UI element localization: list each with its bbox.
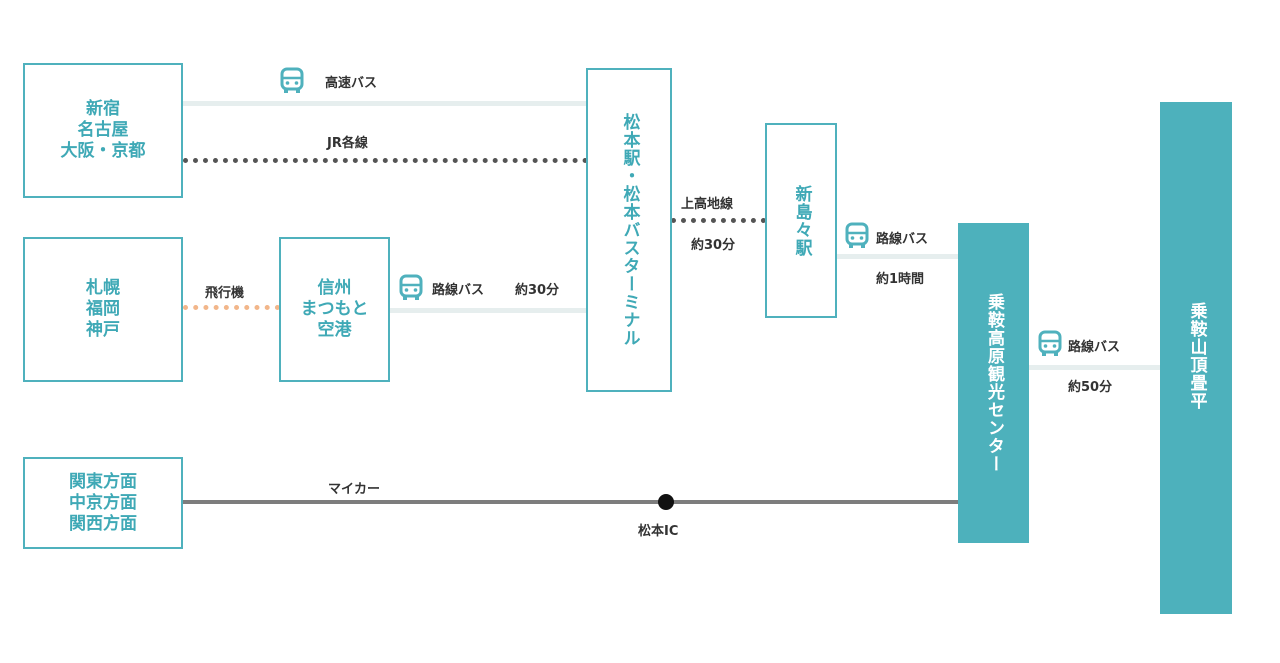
origin-box-honshu: 新宿 名古屋 大阪・京都 xyxy=(23,63,183,198)
station-label: 乗鞍山頂畳平 xyxy=(1186,302,1207,410)
origin-label: 福岡 xyxy=(86,299,120,319)
my-car-route xyxy=(183,500,958,504)
bus-icon xyxy=(845,222,869,248)
matsumoto-station-box: 松本駅・松本バスターミナル xyxy=(586,68,672,392)
origin-label: 大阪・京都 xyxy=(60,141,146,161)
origin-label: 関東方面 xyxy=(69,471,137,492)
jr-lines-route xyxy=(183,158,588,163)
bus-route-2 xyxy=(1028,365,1160,370)
origin-label: 関西方面 xyxy=(69,513,137,534)
kamikochi-time-label: 約30分 xyxy=(691,238,736,253)
shinshimashima-station-box: 新島々駅 xyxy=(765,123,837,318)
bus-1-time-label: 約1時間 xyxy=(876,272,925,287)
matsumoto-ic-label: 松本IC xyxy=(638,524,679,539)
bus-route-1 xyxy=(836,254,958,259)
station-label: まつもと xyxy=(300,299,369,319)
flight-route xyxy=(183,305,280,310)
bus-2-time-label: 約50分 xyxy=(1068,380,1113,395)
origin-label: 中京方面 xyxy=(69,492,137,513)
norikura-summit-box: 乗鞍山頂畳平 xyxy=(1160,102,1232,614)
station-label: 松本駅・松本バスターミナル xyxy=(619,113,640,347)
airport-bus-time-label: 約30分 xyxy=(515,283,560,298)
my-car-label: マイカー xyxy=(328,482,381,497)
junction-dot-icon xyxy=(658,494,674,510)
bus-icon xyxy=(399,274,423,300)
jr-lines-label: JR各線 xyxy=(327,136,368,151)
highway-bus-route xyxy=(183,101,588,106)
airport-bus-route xyxy=(390,308,588,313)
bus-icon xyxy=(1038,330,1062,356)
station-label: 信州 xyxy=(317,278,352,298)
origin-label: 神戸 xyxy=(86,320,120,340)
station-label: 乗鞍高原観光センター xyxy=(984,293,1004,473)
origin-box-airports: 札幌 福岡 神戸 xyxy=(23,237,183,382)
bus-1-label: 路線バス xyxy=(876,232,929,247)
airport-box: 信州 まつもと 空港 xyxy=(279,237,390,382)
airport-bus-label: 路線バス xyxy=(432,283,485,298)
origin-label: 名古屋 xyxy=(77,120,129,140)
bus-2-label: 路線バス xyxy=(1068,340,1121,355)
origin-label: 新宿 xyxy=(86,99,120,119)
origin-box-car: 関東方面 中京方面 関西方面 xyxy=(23,457,183,549)
highway-bus-label: 高速バス xyxy=(325,76,378,91)
origin-label: 札幌 xyxy=(86,278,120,298)
station-label: 新島々駅 xyxy=(791,184,812,257)
kamikochi-line-route xyxy=(671,218,766,223)
kamikochi-line-label: 上高地線 xyxy=(681,197,734,212)
bus-icon xyxy=(280,67,304,93)
station-label: 空港 xyxy=(317,320,352,340)
norikura-kogen-box: 乗鞍高原観光センター xyxy=(958,223,1029,543)
flight-label: 飛行機 xyxy=(205,286,245,301)
